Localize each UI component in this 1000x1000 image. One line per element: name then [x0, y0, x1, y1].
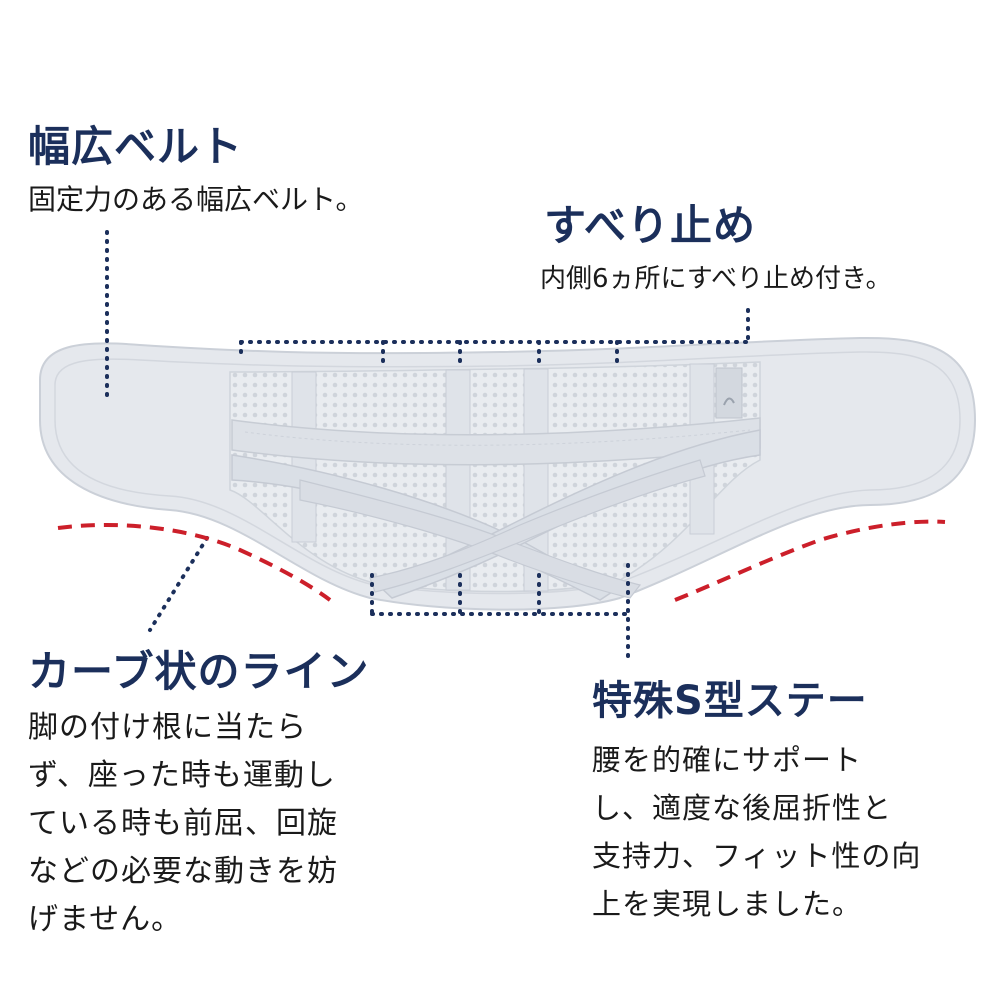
non-slip-title: すべり止め: [544, 201, 757, 250]
curve-dash-left: [57, 523, 332, 602]
cross-strap: [369, 459, 706, 593]
s-stay-desc-line: 腰を的確にサポート: [592, 743, 863, 777]
curve-line-desc-line: ている時も前屈、回旋: [28, 806, 338, 841]
wide-belt-title: 幅広ベルト: [28, 122, 244, 171]
s-stay-desc-line: 支持力、フィット性の向: [592, 839, 922, 873]
non-slip-bracket: [239, 308, 750, 364]
cross-strap: [299, 479, 642, 599]
curve-line-desc-line: などの必要な動きを妨: [28, 854, 338, 889]
s-stay-desc-line: し、適度な後屈折性と: [592, 791, 893, 825]
wide-belt-desc: 固定力のある幅広ベルト。: [28, 183, 364, 216]
s-stay-desc-line: 上を実現しました。: [592, 887, 863, 921]
s-stay-title: 特殊S型ステー: [592, 678, 868, 724]
brand-tag: [715, 367, 743, 419]
curve-pointer: [148, 536, 209, 632]
s-stay-bracket: [370, 563, 630, 662]
s-stay-desc: 腰を的確にサポート し、適度な後屈折性と 支持力、フィット性の向 上を実現しまし…: [592, 736, 921, 928]
curve-line-title: カーブ状のライン: [28, 647, 370, 696]
non-slip-desc: 内側6ヵ所にすべり止め付き。: [540, 264, 892, 294]
curve-line-desc-line: ず、座った時も運動し: [28, 758, 336, 793]
curve-line-desc-line: 脚の付け根に当たら: [28, 710, 307, 745]
curve-line-desc: 脚の付け根に当たら ず、座った時も運動し ている時も前屈、回旋 などの必要な動き…: [28, 704, 338, 944]
curve-line-desc-line: げません。: [28, 902, 183, 937]
